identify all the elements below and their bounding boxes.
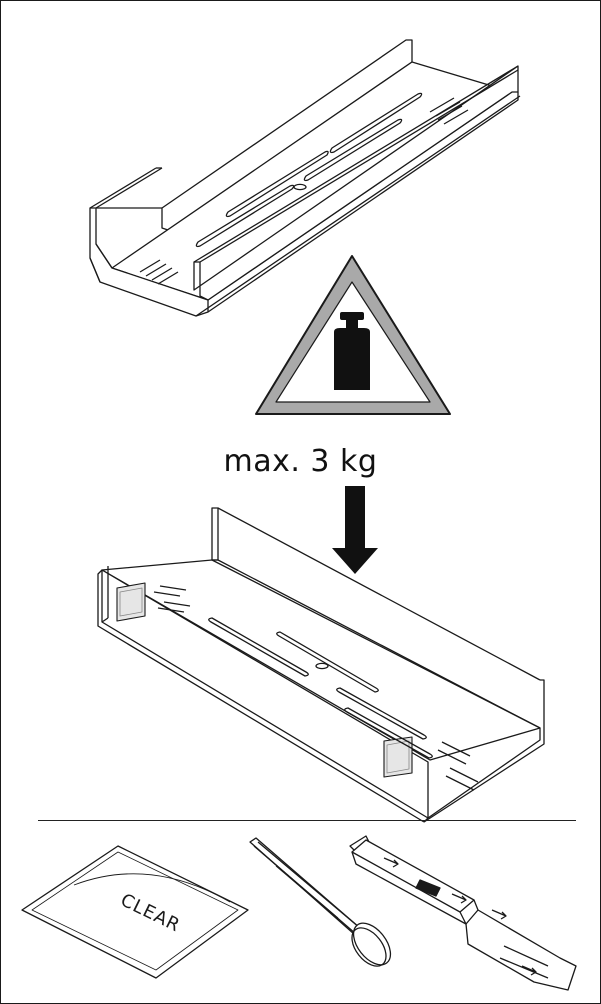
- weight-warning-icon: [255, 255, 451, 415]
- cable-tray-bottom-illustration: [97, 507, 545, 823]
- down-arrow-icon: [332, 486, 378, 574]
- section-divider: [38, 820, 576, 821]
- cable-tray-top-illustration: [89, 39, 521, 317]
- max-weight-label: max. 3 kg: [223, 444, 378, 479]
